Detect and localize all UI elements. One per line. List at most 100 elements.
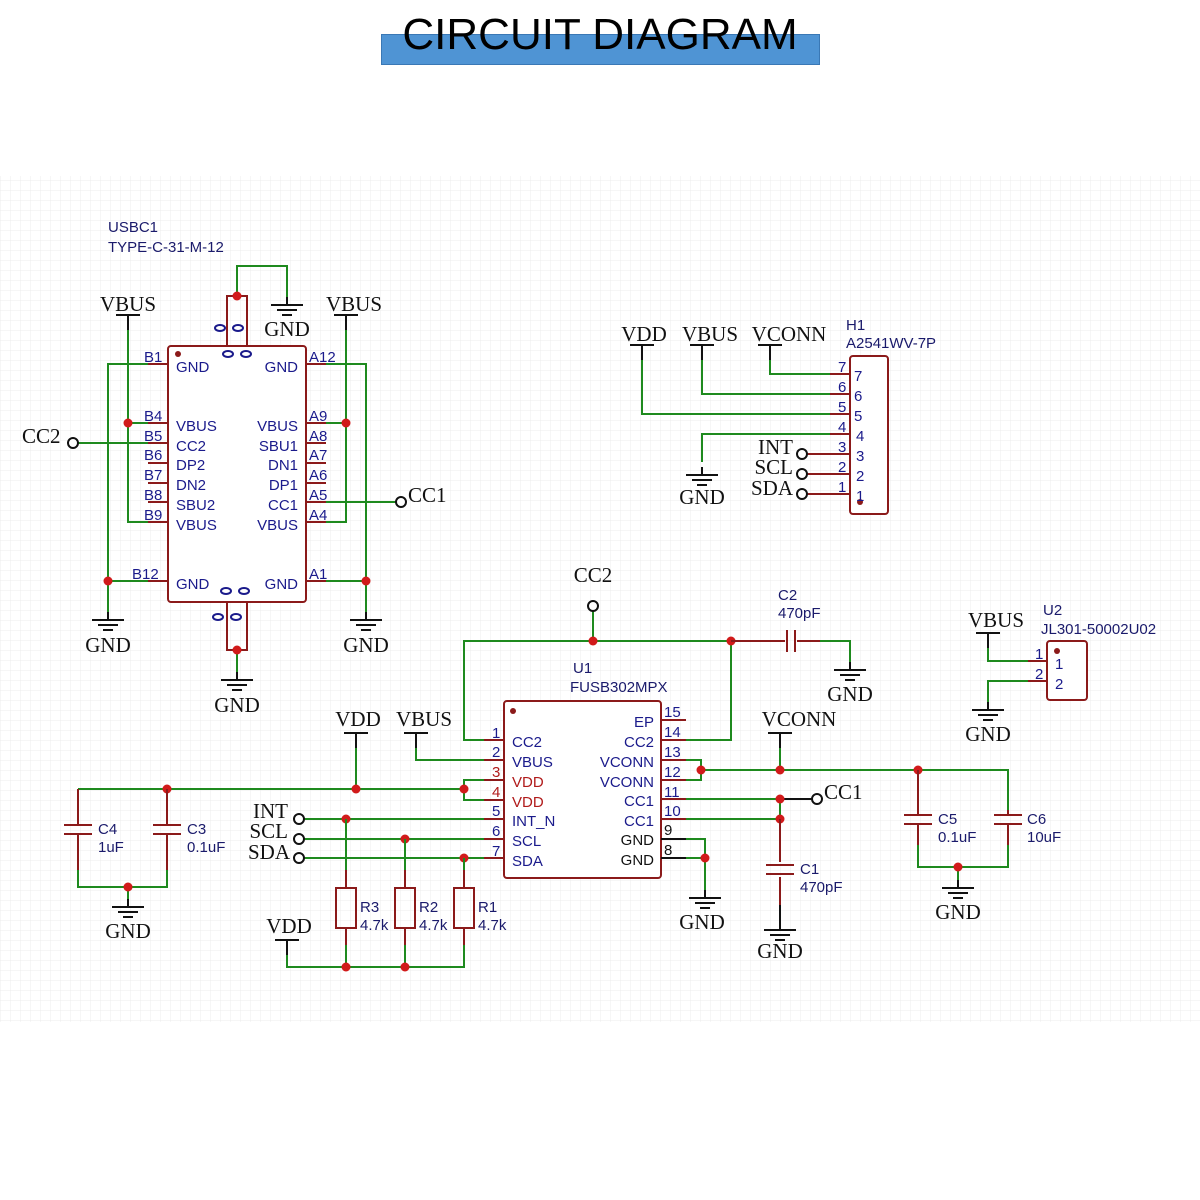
pin-number: 4 (838, 419, 846, 436)
capacitor-c2[interactable]: C2 470pF (778, 587, 821, 652)
pin-name: VDD (512, 794, 544, 811)
pin-number: B9 (144, 507, 162, 524)
net-label-gnd: GND (105, 919, 151, 943)
ground-icon (764, 922, 796, 941)
pin-number: 8 (664, 842, 672, 859)
power-symbol-vbus: VBUS (968, 608, 1024, 648)
pin-number: 3 (856, 448, 864, 465)
net-port-int[interactable]: INT (253, 799, 305, 825)
power-bar (275, 939, 299, 955)
pin-number: 5 (492, 803, 500, 820)
pin-name: CC1 (624, 813, 654, 830)
power-bar (334, 314, 358, 330)
pin-number: A6 (309, 467, 327, 484)
wire (806, 453, 830, 495)
ground-symbol: GND (679, 890, 725, 934)
capacitor-plates (64, 824, 92, 835)
capacitor-c5[interactable]: C5 0.1uF (904, 811, 976, 846)
power-bar (404, 732, 428, 748)
net-label-vdd: VDD (621, 322, 667, 346)
h1-header[interactable]: H1 A2541WV-7P 7 7 6 6 5 5 4 4 3 3 2 2 1 … (830, 317, 936, 515)
capacitor-c6[interactable]: C6 10uF (994, 811, 1061, 846)
u2-connector[interactable]: U2 JL301-50002U02 1 1 2 2 (1035, 602, 1156, 701)
ground-icon (92, 612, 124, 631)
net-port-sda[interactable]: SDA (751, 476, 808, 500)
usbc1-connector[interactable]: USBC1 TYPE-C-31-M-12 B1 GND B4 VBUS B5 C… (108, 219, 336, 651)
pin-name: SDA (512, 853, 543, 870)
pin-name: GND (265, 359, 299, 376)
capacitor-c3[interactable]: C3 0.1uF (153, 821, 225, 856)
power-symbol-vbus: VBUS (326, 292, 382, 330)
r3-value: 4.7k (360, 917, 389, 934)
shield-pad (214, 324, 226, 332)
junction (700, 853, 710, 863)
title-banner (381, 34, 820, 65)
pin-number: 10 (664, 803, 681, 820)
c4-value: 1uF (98, 839, 124, 856)
net-label-gnd: GND (85, 633, 131, 657)
pin-name: EP (634, 714, 654, 731)
net-label-gnd: GND (679, 910, 725, 934)
net-label-sda: SDA (751, 476, 794, 500)
net-port-int[interactable]: INT (758, 435, 808, 460)
h1-ref: H1 (846, 317, 865, 334)
net-label-vconn: VCONN (762, 707, 837, 731)
junction (459, 784, 469, 794)
ground-icon (689, 890, 721, 909)
pin-number: A4 (309, 507, 327, 524)
pin-number: 5 (838, 399, 846, 416)
net-port-cc1[interactable]: CC1 (811, 780, 863, 805)
pin-number: 2 (1035, 666, 1043, 683)
power-bar (116, 314, 140, 330)
pin-number: A9 (309, 408, 327, 425)
resistor-r1[interactable]: R1 4.7k (453, 887, 507, 934)
wire (345, 870, 465, 945)
net-label-cc1: CC1 (824, 780, 863, 804)
wire (236, 265, 288, 305)
pin-name: DP2 (176, 457, 205, 474)
pin-number: 1 (856, 488, 864, 505)
resistor-r3[interactable]: R3 4.7k (335, 887, 389, 934)
usbc1-ref: USBC1 (108, 219, 158, 236)
capacitor-c1[interactable]: C1 470pF (766, 861, 843, 896)
h1-pin-lines (830, 373, 850, 495)
pin-number: 15 (664, 704, 681, 721)
junction (232, 291, 242, 301)
power-symbol-vdd: VDD (621, 322, 667, 360)
net-port-cc1[interactable]: CC1 (395, 483, 447, 508)
junction (103, 576, 113, 586)
pin-name: DN1 (268, 457, 298, 474)
pin-number: 6 (854, 388, 862, 405)
net-port-scl[interactable]: SCL (249, 819, 305, 845)
wire (326, 363, 367, 620)
pin-name: VBUS (176, 418, 217, 435)
u1-ref: U1 (573, 660, 592, 677)
pin1-marker (1054, 648, 1060, 654)
net-label-vbus: VBUS (396, 707, 452, 731)
r3-ref: R3 (360, 899, 379, 916)
net-label-gnd: GND (264, 317, 310, 341)
power-bar (690, 344, 714, 360)
u1-fusb302[interactable]: U1 FUSB302MPX 1 CC2 2 VBUS 3 VDD 4 VDD 5… (484, 660, 686, 879)
junction (775, 765, 785, 775)
power-symbol-vdd: VDD (266, 914, 312, 955)
shield-pad (232, 324, 244, 332)
pin-number: 9 (664, 822, 672, 839)
pin-number: B1 (144, 349, 162, 366)
net-port-sda[interactable]: SDA (248, 840, 305, 864)
u1-body (503, 700, 662, 879)
net-label-vbus: VBUS (100, 292, 156, 316)
net-port-cc2[interactable]: CC2 (22, 424, 79, 449)
resistor-r2[interactable]: R2 4.7k (394, 887, 448, 934)
junction (341, 962, 351, 972)
power-bar (758, 344, 782, 360)
net-port-cc2[interactable]: CC2 (574, 563, 613, 612)
net-label-vbus: VBUS (682, 322, 738, 346)
capacitor-c4[interactable]: C4 1uF (64, 821, 124, 856)
pin-number: B5 (144, 428, 162, 445)
pin-name: CC2 (176, 438, 206, 455)
net-port-scl[interactable]: SCL (754, 455, 808, 480)
pin-name: DN2 (176, 477, 206, 494)
junction (400, 962, 410, 972)
h1-part: A2541WV-7P (846, 335, 936, 352)
